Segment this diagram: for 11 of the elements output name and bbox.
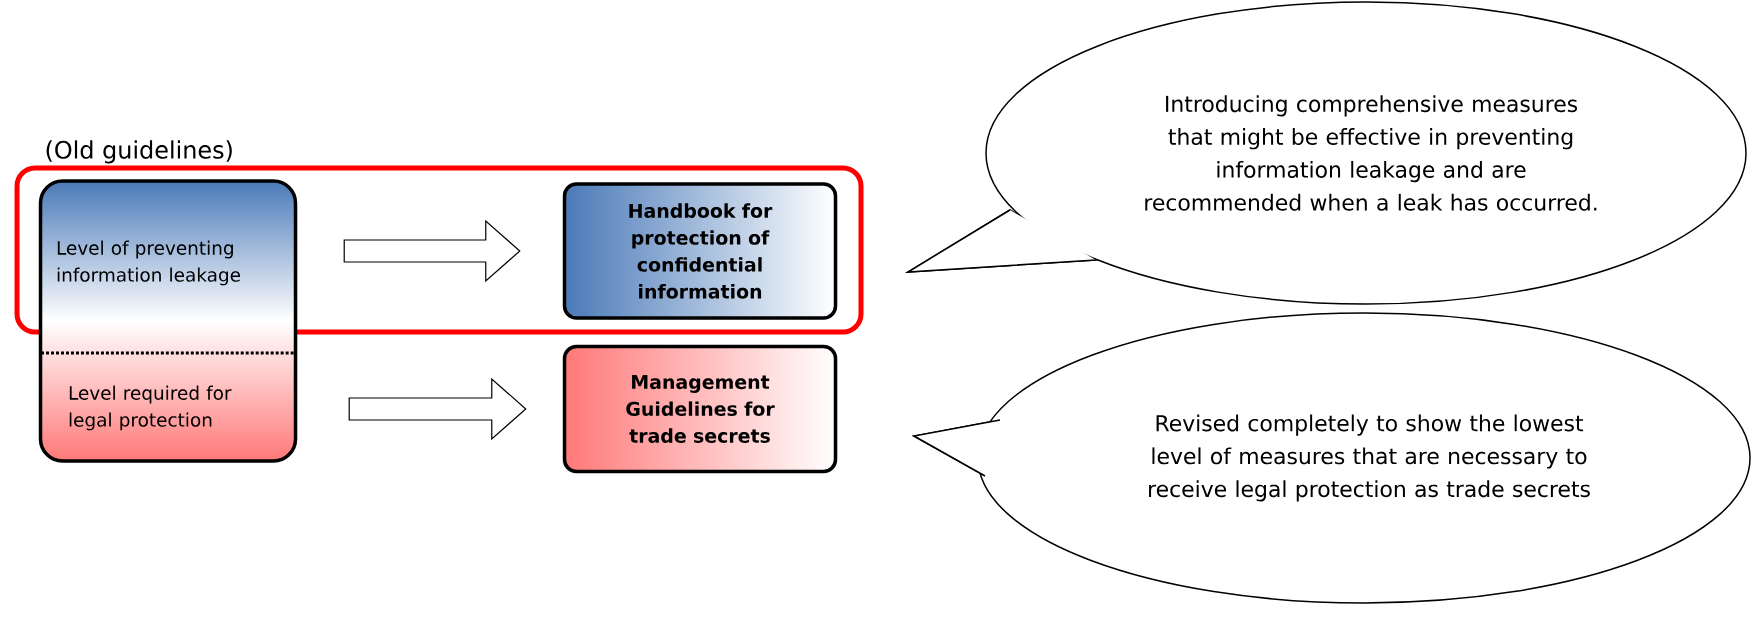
document-box: Management Guidelines for trade secrets — [562, 344, 838, 474]
speech-bubble: Revised completely to show the lowest level of measures that are necessary to receive legal protection as trade secrets — [911, 312, 1751, 604]
speech-bubble: Introducing comprehensive measures that might be effective in preventing information leakage and are recommended when a leak has occurred. — [905, 1, 1747, 305]
node-label: Introducing comprehensive measures that might be effective in preventing information leakage and are recommended when a leak has occurred. — [1145, 95, 1597, 211]
level-text: Level of preventing information leakage — [57, 240, 241, 286]
document-box: Handbook for protection of confidential information — [562, 182, 838, 320]
block-arrow — [343, 219, 521, 283]
node-label: (Old guidelines) — [46, 140, 232, 164]
block-arrow — [348, 377, 527, 441]
node-label: Revised completely to show the lowest level of measures that are necessary to receive legal protection as trade secrets — [1149, 414, 1590, 502]
level-text: Level required for legal protection — [69, 385, 232, 431]
